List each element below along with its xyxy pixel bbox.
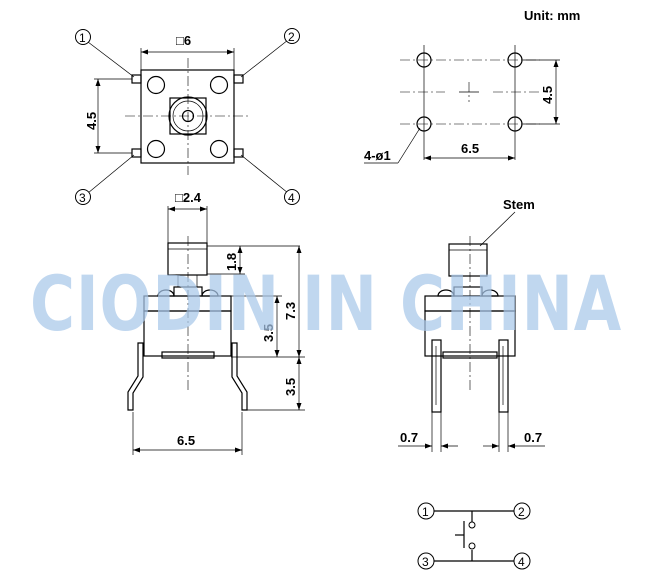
front-lead-spacing: 6.5 — [177, 433, 195, 448]
footprint-hole-4 — [507, 116, 523, 132]
footprint-hole-callout: 4-ø1 — [364, 148, 391, 163]
schematic-pin-3: 3 — [422, 555, 429, 569]
front-lead-length: 3.5 — [283, 378, 298, 396]
side-view: Stem 0.7 0.7 — [398, 197, 545, 452]
top-view-body — [140, 69, 235, 164]
watermark-text: CIODIN IN CHINA — [30, 259, 622, 348]
top-pin-2 — [233, 74, 244, 84]
front-stem — [167, 242, 208, 276]
pin-label-circle-4 — [284, 189, 300, 205]
front-lead-left — [127, 342, 144, 411]
side-lead-left — [431, 339, 442, 413]
front-stem-dim: □2.4 — [175, 190, 202, 205]
schematic-pin-circle-3 — [417, 552, 435, 570]
footprint-view: 4.5 6.5 4-ø1 — [364, 45, 560, 164]
side-lead-width-left: 0.7 — [400, 430, 418, 445]
footprint-hole-1 — [416, 52, 432, 68]
front-body — [143, 310, 232, 357]
switch-schematic: 1 2 3 4 — [417, 502, 531, 570]
footprint-hole-2 — [507, 52, 523, 68]
side-lead-right — [498, 339, 509, 413]
top-pin-pitch: 4.5 — [84, 112, 99, 130]
top-pin-4 — [233, 148, 244, 158]
pin-label-3: 3 — [79, 191, 86, 205]
pin-label-circle-3 — [75, 189, 91, 205]
pin-label-1: 1 — [79, 31, 86, 45]
pin-label-circle-2 — [284, 28, 300, 44]
front-view: □2.4 1.8 3.5 7.3 3.5 — [127, 190, 305, 455]
schematic-pin-circle-2 — [513, 502, 531, 520]
pin-label-2: 2 — [288, 30, 295, 44]
schematic-pin-1: 1 — [422, 505, 429, 519]
schematic-pin-circle-4 — [513, 552, 531, 570]
top-boss-3 — [146, 139, 166, 159]
front-total-height: 7.3 — [283, 302, 298, 320]
pin-label-4: 4 — [288, 191, 295, 205]
footprint-hspacing: 6.5 — [461, 141, 479, 156]
front-stem-height: 1.8 — [224, 253, 239, 271]
front-lead-right — [231, 342, 248, 411]
schematic-pin-2: 2 — [518, 505, 525, 519]
footprint-vspacing: 4.5 — [540, 86, 555, 104]
unit-label: Unit: mm — [524, 8, 580, 23]
top-boss-1 — [146, 75, 166, 95]
top-body-dim: □6 — [176, 33, 191, 48]
top-boss-2 — [209, 75, 229, 95]
schematic-pin-4: 4 — [518, 555, 525, 569]
footprint-hole-3 — [416, 116, 432, 132]
pin-label-circle-1 — [75, 29, 91, 45]
side-stem — [448, 243, 488, 277]
side-stem-label: Stem — [503, 197, 535, 212]
schematic-pin-circle-1 — [417, 502, 435, 520]
front-body-height: 3.5 — [261, 324, 276, 342]
top-view: □6 4.5 1 2 3 4 — [75, 28, 300, 205]
top-boss-4 — [209, 139, 229, 159]
side-lead-width-right: 0.7 — [524, 430, 542, 445]
